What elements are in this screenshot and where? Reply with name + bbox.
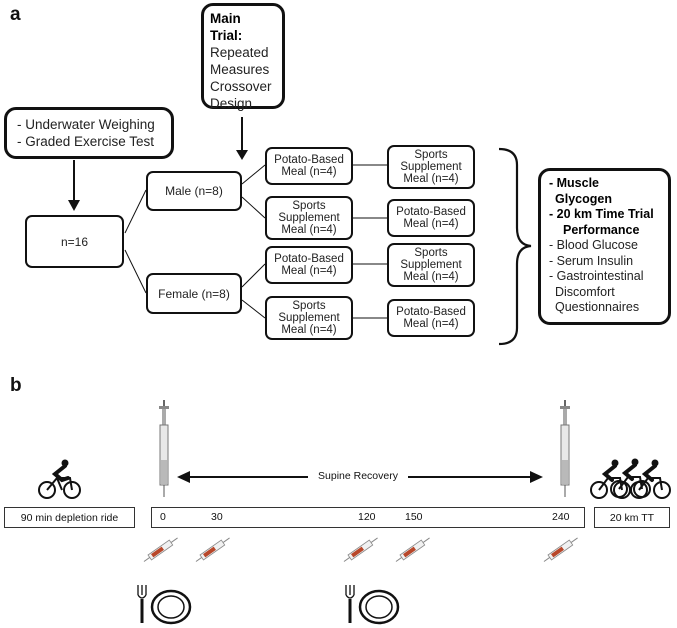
outcome-secondary: - Serum Insulin <box>549 253 634 268</box>
main-trial-line: Design <box>210 96 253 111</box>
meal-text: Supplement <box>400 259 462 271</box>
outcome-primary: Performance <box>563 222 640 237</box>
meal-text: Meal (n=4) <box>403 318 459 330</box>
small-syringe-icon <box>143 537 178 562</box>
meal-text: Sports <box>292 200 326 212</box>
cyclist-group-icon <box>590 458 671 499</box>
main-trial-line: Measures <box>210 62 270 77</box>
small-syringe-icon <box>195 537 230 562</box>
main-trial-line: Crossover <box>210 79 272 94</box>
outcome-brace <box>498 147 532 346</box>
time-trial-box: 20 km TT <box>594 507 670 528</box>
group-female-label: Female (n=8) <box>158 286 230 301</box>
small-syringe-icon <box>543 537 578 562</box>
timepoint-150: 150 <box>405 511 423 523</box>
time-trial-label: 20 km TT <box>609 511 655 524</box>
outcome-secondary: Questionnaires <box>555 300 640 314</box>
meal-text: Meal (n=4) <box>281 224 337 236</box>
small-syringe-icon <box>343 537 378 562</box>
meal-text: Meal (n=4) <box>403 271 459 283</box>
small-syringe-icon <box>395 537 430 562</box>
timepoint-0: 0 <box>160 511 166 523</box>
outcomes-box: - Muscle Glycogen - 20 km Time Trial Per… <box>538 168 671 325</box>
pretest-item: - Graded Exercise Test <box>17 134 155 149</box>
meal-text: Meal (n=4) <box>403 218 459 230</box>
outcome-primary: - 20 km Time Trial <box>549 207 654 221</box>
outcome-secondary: - Gastrointestinal <box>549 269 644 283</box>
outcome-primary: - Muscle <box>549 176 600 190</box>
meal-text: Potato-Based <box>396 206 466 218</box>
split-line-male <box>124 189 147 234</box>
meal-text: Meal (n=4) <box>281 166 337 178</box>
outcome-secondary: Discomfort <box>555 284 615 299</box>
depletion-ride-label: 90 min depletion ride <box>20 511 119 524</box>
meal-text: Sports <box>414 149 448 161</box>
timepoint-240: 240 <box>552 511 570 523</box>
meal-text: Supplement <box>278 212 340 224</box>
meal-text: Potato-Based <box>274 253 344 265</box>
total-sample: n=16 <box>60 234 89 249</box>
recovery-timeline-box <box>151 507 585 528</box>
main-trial-title: Main Trial: <box>210 11 243 43</box>
total-sample-box: n=16 <box>25 215 124 268</box>
pretests-box: - Underwater Weighing - Graded Exercise … <box>4 107 174 159</box>
timepoint-30: 30 <box>211 511 223 523</box>
depletion-ride-box: 90 min depletion ride <box>4 507 135 528</box>
meal-text: Potato-Based <box>396 306 466 318</box>
outcome-secondary: - Blood Glucose <box>549 238 638 252</box>
blood-draw-syringe-right <box>560 400 570 497</box>
meal-text: Potato-Based <box>274 154 344 166</box>
group-male-box: Male (n=8) <box>146 171 242 211</box>
panel-b-label: b <box>10 375 22 396</box>
blood-draw-syringe-left <box>159 400 169 497</box>
meal-icon <box>345 585 400 625</box>
meal-text: Supplement <box>400 161 462 173</box>
pretest-item: - Underwater Weighing <box>17 117 155 132</box>
meal-icon <box>137 585 192 625</box>
meal-text: Sports <box>292 300 326 312</box>
meal-text: Meal (n=4) <box>281 324 337 336</box>
timepoint-120: 120 <box>358 511 376 523</box>
group-male-label: Male (n=8) <box>165 184 223 198</box>
main-trial-box: Main Trial: Repeated Measures Crossover … <box>201 3 285 111</box>
recovery-label: Supine Recovery <box>308 470 408 482</box>
cyclist-icon <box>38 459 81 499</box>
group-female-box: Female (n=8) <box>146 273 242 314</box>
meal-text: Supplement <box>278 312 340 324</box>
meal-text: Sports <box>414 247 448 259</box>
main-trial-line: Repeated <box>210 45 269 60</box>
meal-text: Meal (n=4) <box>403 173 459 185</box>
split-line-female <box>124 249 147 294</box>
outcome-primary: Glycogen <box>555 191 612 206</box>
panel-a-label: a <box>10 4 21 25</box>
meal-text: Meal (n=4) <box>281 265 337 277</box>
